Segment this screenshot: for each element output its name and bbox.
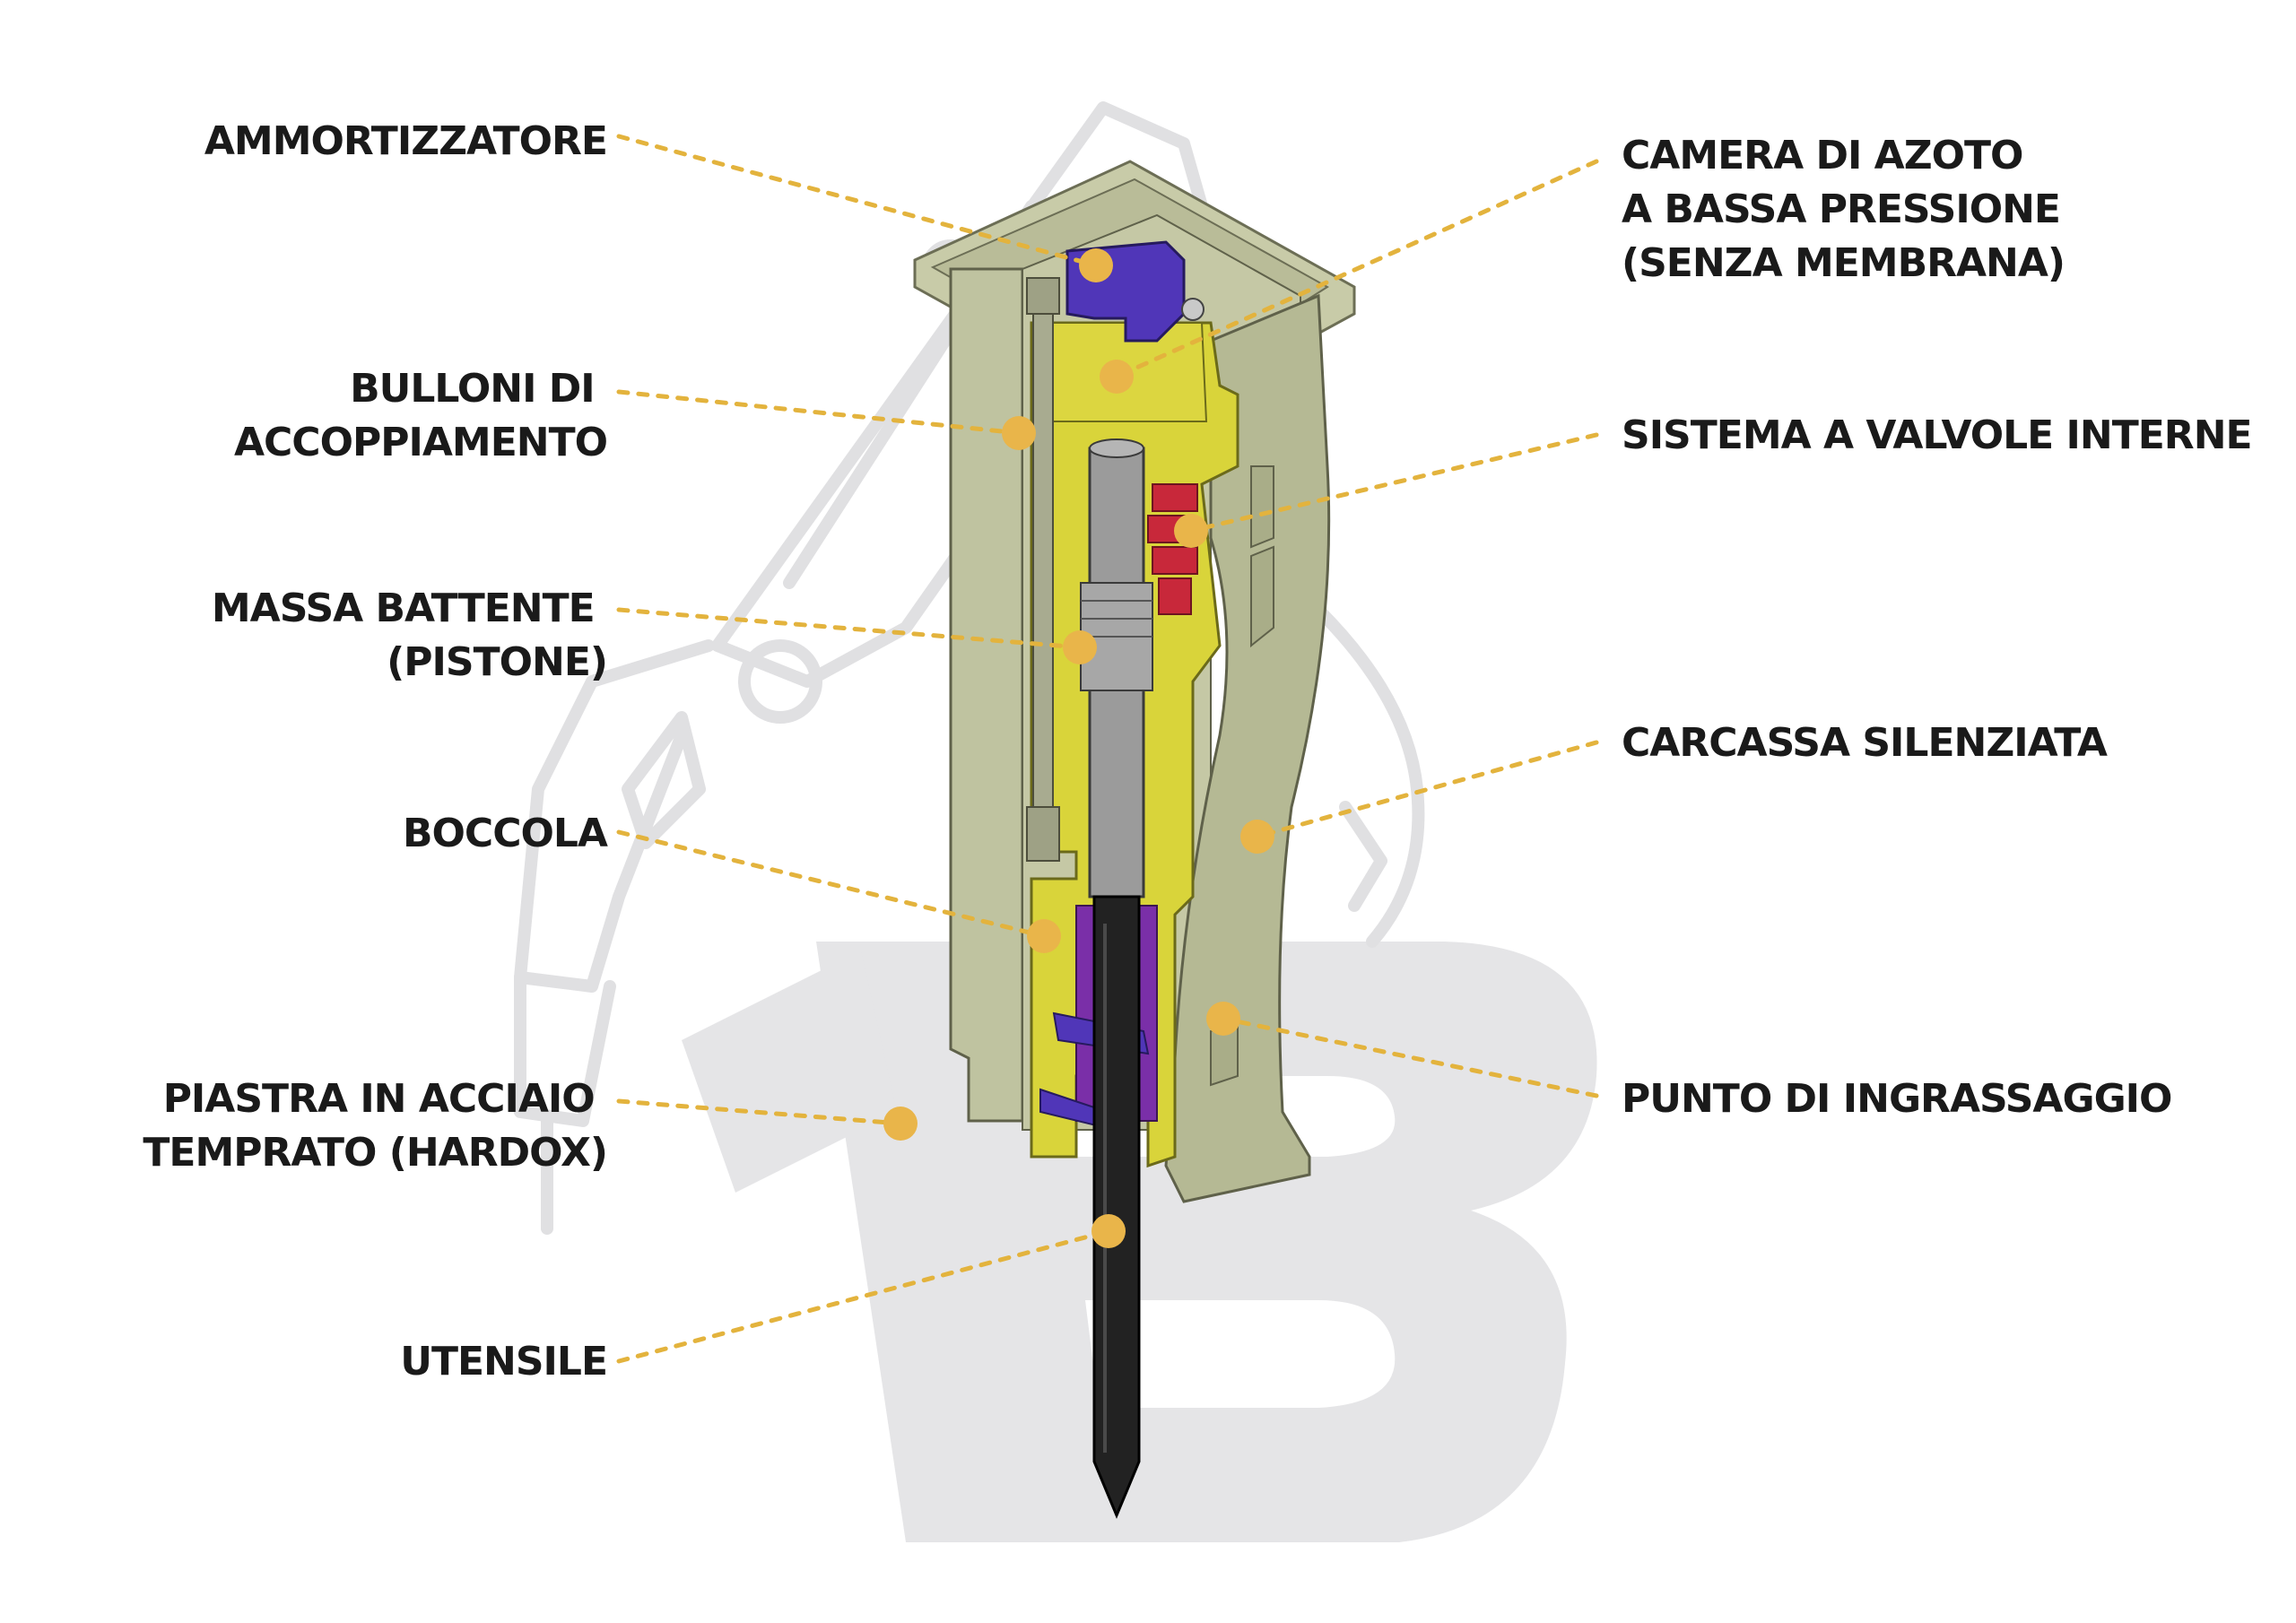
tool-chisel	[1092, 895, 1141, 1519]
label-boccola: BOCCOLA	[403, 811, 608, 856]
leader-massa	[616, 607, 1083, 650]
dot-sistema	[1174, 514, 1208, 548]
dot-boccola	[1027, 919, 1061, 953]
leader-boccola	[616, 829, 1047, 939]
label-bulloni: BULLONI DI ACCOPPIAMENTO	[234, 366, 607, 465]
leader-ammortizzatore	[616, 134, 1099, 268]
dot-piastra	[883, 1107, 918, 1141]
leader-camera	[1114, 159, 1599, 379]
label-sistema: SISTEMA A VALVOLE INTERNE	[1622, 412, 2252, 458]
leader-sistema	[1188, 432, 1599, 534]
right-callout-labels: CAMERA DI AZOTO A BASSA PRESSIONE (SENZA…	[1622, 133, 2253, 1122]
label-camera: CAMERA DI AZOTO A BASSA PRESSIONE (SENZA…	[1622, 133, 2073, 286]
leader-lines	[616, 134, 1599, 1364]
housing-left	[949, 267, 1024, 1123]
dot-utensile	[1091, 1214, 1126, 1248]
housing-right-shell	[1164, 293, 1331, 1203]
left-callout-labels: AMMORTIZZATORE BULLONI DI ACCOPPIAMENTO …	[143, 118, 609, 1384]
breaker-cutaway	[913, 160, 1356, 1519]
label-carcassa: CARCASSA SILENZIATA	[1622, 720, 2108, 766]
label-ammortizzatore: AMMORTIZZATORE	[204, 118, 607, 164]
dot-carcassa	[1240, 820, 1274, 854]
leader-piastra	[616, 1098, 903, 1126]
leader-punto	[1221, 1016, 1599, 1098]
coupling-bolt	[1032, 286, 1054, 862]
leader-utensile	[616, 1228, 1111, 1364]
watermark-b-wing	[682, 950, 897, 1193]
piston	[1080, 438, 1153, 898]
label-massa: MASSA BATTENTE (PISTONE)	[212, 586, 607, 685]
dot-camera	[1100, 360, 1134, 394]
label-punto: PUNTO DI INGRASSAGGIO	[1622, 1076, 2171, 1122]
leader-carcassa	[1255, 740, 1599, 839]
dot-bulloni	[1002, 416, 1036, 450]
label-piastra: PIASTRA IN ACCIAIO TEMPRATO (HARDOX)	[143, 1076, 607, 1176]
dot-massa	[1063, 630, 1097, 664]
callout-dots	[883, 248, 1274, 1248]
label-utensile: UTENSILE	[400, 1339, 607, 1384]
dot-ammortizzatore	[1079, 248, 1113, 282]
dot-punto	[1206, 1002, 1240, 1036]
leader-bulloni	[616, 389, 1022, 436]
